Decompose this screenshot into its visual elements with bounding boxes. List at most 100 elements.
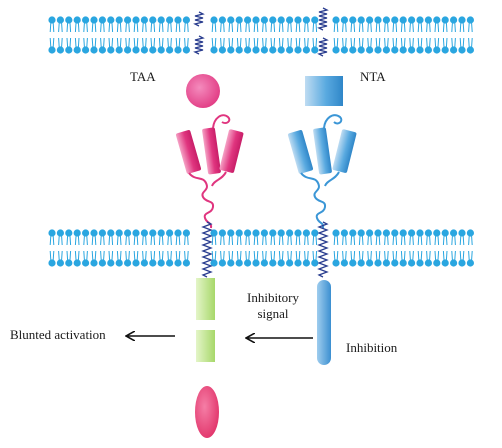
lipid-pair	[424, 16, 432, 54]
taa-helix-left	[175, 130, 202, 174]
lipid-pair	[65, 229, 73, 267]
bottom-membrane	[48, 229, 474, 267]
lipid-pair	[374, 229, 382, 267]
lipid-pair	[302, 16, 310, 54]
lipid-pair	[140, 16, 148, 54]
lipid-pair	[48, 229, 56, 267]
lipid-pair	[382, 16, 390, 54]
lipid-pair	[340, 229, 348, 267]
lipid-pair	[450, 16, 458, 54]
lipid-pair	[286, 16, 294, 54]
lipid-pair	[115, 229, 123, 267]
lipid-pair	[466, 16, 474, 54]
lipid-pair	[218, 16, 226, 54]
nta-helix-middle	[313, 127, 332, 175]
taa-receptor-bottom-strand	[201, 221, 213, 278]
lipid-pair	[349, 229, 357, 267]
lipid-pair	[399, 229, 407, 267]
lipid-pair	[260, 229, 268, 267]
lipid-pair	[218, 229, 226, 267]
lipid-pair	[252, 16, 260, 54]
lipid-pair	[332, 229, 340, 267]
lipid-pair	[260, 16, 268, 54]
lipid-pair	[408, 16, 416, 54]
lipid-pair	[244, 229, 252, 267]
lipid-pair	[441, 229, 449, 267]
lipid-pair	[235, 16, 243, 54]
downstream-effector-oval	[195, 386, 219, 438]
nta-receptor-bottom-strand	[317, 221, 329, 278]
lipid-pair	[56, 229, 64, 267]
lipid-pair	[311, 229, 319, 267]
lipid-pair	[149, 229, 157, 267]
lipid-pair	[166, 229, 174, 267]
inhibitory-signal-label: Inhibitory signal	[247, 290, 299, 321]
lipid-pair	[374, 16, 382, 54]
lipid-pair	[132, 16, 140, 54]
lipid-pair	[357, 229, 365, 267]
lipid-pair	[277, 229, 285, 267]
lipid-pair	[98, 229, 106, 267]
lipid-pair	[441, 16, 449, 54]
lipid-pair	[269, 229, 277, 267]
lipid-pair	[399, 16, 407, 54]
taa-receptor-tm-strand	[193, 35, 205, 55]
lipid-pair	[115, 16, 123, 54]
taa-receptor-top-strand	[193, 11, 205, 27]
nta-label: NTA	[360, 69, 386, 84]
lipid-pair	[302, 229, 310, 267]
lipid-pair	[107, 16, 115, 54]
lipid-pair	[408, 229, 416, 267]
lipid-pair	[227, 229, 235, 267]
lipid-pair	[82, 16, 90, 54]
inhibition-label: Inhibition	[346, 340, 398, 355]
lipid-pair	[458, 229, 466, 267]
lipid-pair	[107, 229, 115, 267]
lipid-pair	[73, 16, 81, 54]
lipid-pair	[277, 16, 285, 54]
taa-helix-middle	[202, 127, 221, 175]
lipid-pair	[132, 229, 140, 267]
nta-receptor-top-strand	[317, 7, 329, 31]
top-membrane	[48, 16, 474, 54]
lipid-pair	[391, 16, 399, 54]
lipid-pair	[140, 229, 148, 267]
nta-receptor	[287, 7, 357, 278]
lipid-pair	[149, 16, 157, 54]
lipid-pair	[174, 16, 182, 54]
lipid-pair	[433, 229, 441, 267]
lipid-pair	[235, 229, 243, 267]
lipid-pair	[416, 229, 424, 267]
lipid-pair	[56, 16, 64, 54]
lipid-pair	[48, 16, 56, 54]
lipid-pair	[166, 16, 174, 54]
taa-receptor-linker	[211, 171, 227, 187]
lipid-pair	[157, 229, 165, 267]
lipid-pair	[366, 16, 374, 54]
nta-receptor-intracellular-chain	[300, 172, 327, 229]
taa-receptor	[175, 11, 244, 278]
lipid-pair	[286, 229, 294, 267]
lipid-pair	[124, 229, 132, 267]
lipid-pair	[450, 229, 458, 267]
lipid-pair	[391, 229, 399, 267]
lipid-pair	[65, 16, 73, 54]
lipid-pair	[294, 229, 302, 267]
lipid-pair	[174, 229, 182, 267]
taa-label: TAA	[130, 69, 156, 84]
lipid-pair	[157, 16, 165, 54]
lipid-pair	[210, 229, 218, 267]
lipid-pair	[124, 16, 132, 54]
taa-ligand	[186, 74, 220, 108]
lipid-pair	[466, 229, 474, 267]
lipid-pair	[90, 16, 98, 54]
lipid-pair	[332, 16, 340, 54]
lipid-pair	[227, 16, 235, 54]
nta-helix-left	[287, 130, 314, 174]
taa-receptor-loop	[212, 114, 231, 129]
lipid-pair	[424, 229, 432, 267]
lipid-pair	[357, 16, 365, 54]
taa-helix-right	[219, 129, 244, 173]
lipid-pair	[252, 229, 260, 267]
lipid-pair	[416, 16, 424, 54]
